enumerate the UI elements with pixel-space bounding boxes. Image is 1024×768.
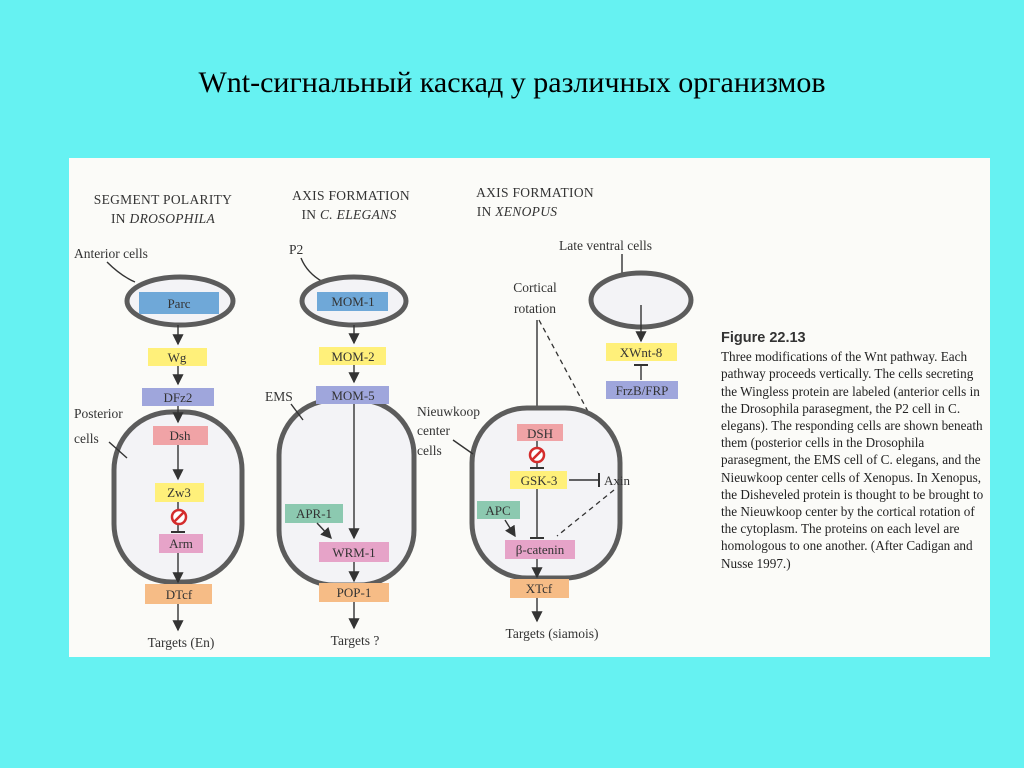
box-apc: [477, 501, 520, 519]
box-xtcf-label: XTcf: [526, 581, 553, 596]
box-gsk3-label: GSK-3: [521, 473, 558, 488]
dashed-axin-bcatenin: [556, 489, 615, 537]
box-dsh: [153, 426, 208, 445]
label-cortical-line1: Cortical: [513, 280, 557, 295]
pointer-posterior: [108, 441, 128, 459]
figure-number: Figure 22.13: [721, 330, 806, 346]
box-arm: [159, 534, 203, 553]
box-wrm1: [319, 542, 389, 562]
header-xenopus-line1: AXIS FORMATION: [476, 185, 594, 200]
box-xdsh-label: DSH: [527, 426, 553, 441]
pointer-nieuwkoop: [452, 439, 474, 455]
header-celegans-line1: AXIS FORMATION: [292, 188, 410, 203]
box-mom2-label: MOM-2: [331, 349, 374, 364]
box-xwnt8: [606, 343, 677, 361]
box-apr1-label: APR-1: [296, 506, 332, 521]
caption-text: Three modifications of the Wnt pathway. …: [721, 349, 984, 571]
box-parc: [139, 292, 219, 314]
label-ems: EMS: [265, 389, 293, 404]
box-zw3-label: Zw3: [167, 485, 191, 500]
label-nieuwkoop-line2: center: [417, 423, 450, 438]
label-anterior-cells: Anterior cells: [74, 246, 148, 261]
wnt-pathway-figure: SEGMENT POLARITY IN DROSOPHILA AXIS FORM…: [69, 158, 990, 657]
pointer-p2: [300, 257, 324, 283]
label-p2: P2: [289, 242, 303, 257]
label-targets-q: Targets ?: [331, 633, 380, 648]
box-frzb-label: FrzB/FRP: [616, 383, 669, 398]
box-frzb: [606, 381, 678, 399]
box-mom5: [316, 386, 389, 404]
slide-title: Wnt-сигнальный каскад у различных органи…: [198, 66, 826, 99]
box-gsk3: [510, 471, 567, 489]
pathway-diagram: SEGMENT POLARITY IN DROSOPHILA AXIS FORM…: [74, 185, 694, 650]
label-posterior-line2: cells: [74, 431, 99, 446]
box-xdsh: [517, 424, 563, 441]
label-targets-en: Targets (En): [148, 635, 215, 650]
pointer-anterior: [106, 261, 136, 283]
header-drosophila-line2: IN DROSOPHILA: [111, 211, 215, 226]
box-zw3: [155, 483, 204, 502]
header-celegans-line2: IN C. ELEGANS: [301, 207, 396, 222]
label-nieuwkoop-line3: cells: [417, 443, 442, 458]
box-parc-label: Parc: [167, 296, 190, 311]
arrow-apr1-wrm1: [316, 522, 332, 540]
box-bcatenin-label: β-catenin: [516, 542, 565, 557]
figure-caption: Figure 22.13 Three modifications of the …: [721, 330, 989, 572]
box-pop1-label: POP-1: [337, 585, 372, 600]
label-cortical-line2: rotation: [514, 301, 556, 316]
header-xenopus-line2: IN XENOPUS: [477, 204, 558, 219]
header-drosophila-line1: SEGMENT POLARITY: [94, 192, 232, 207]
box-dfz2: [142, 388, 214, 406]
box-mom5-label: MOM-5: [331, 388, 374, 403]
box-wg-label: Wg: [168, 350, 187, 365]
box-mom1-label: MOM-1: [331, 294, 374, 309]
box-apc-label: APC: [485, 503, 510, 518]
label-posterior-line1: Posterior: [74, 406, 123, 421]
arrow-apc-bcatenin: [504, 519, 516, 538]
pointer-ems: [290, 403, 304, 421]
box-mom2: [319, 347, 386, 365]
box-pop1: [319, 583, 389, 602]
box-apr1: [285, 504, 343, 523]
box-arm-label: Arm: [169, 536, 193, 551]
box-xtcf: [510, 579, 569, 598]
label-targets-siamois: Targets (siamois): [506, 626, 599, 641]
box-bcatenin: [505, 540, 575, 559]
box-dfz2-label: DFz2: [164, 390, 193, 405]
label-late-ventral-cells: Late ventral cells: [559, 238, 652, 253]
box-dsh-label: Dsh: [170, 428, 191, 443]
label-axin: Axin: [604, 473, 631, 488]
label-nieuwkoop-line1: Nieuwkoop: [417, 404, 480, 419]
box-dtcf-label: DTcf: [166, 587, 193, 602]
box-wg: [148, 348, 207, 366]
box-dtcf: [145, 584, 212, 604]
box-mom1: [317, 292, 388, 311]
box-xwnt8-label: XWnt-8: [620, 345, 663, 360]
box-wrm1-label: WRM-1: [332, 545, 375, 560]
